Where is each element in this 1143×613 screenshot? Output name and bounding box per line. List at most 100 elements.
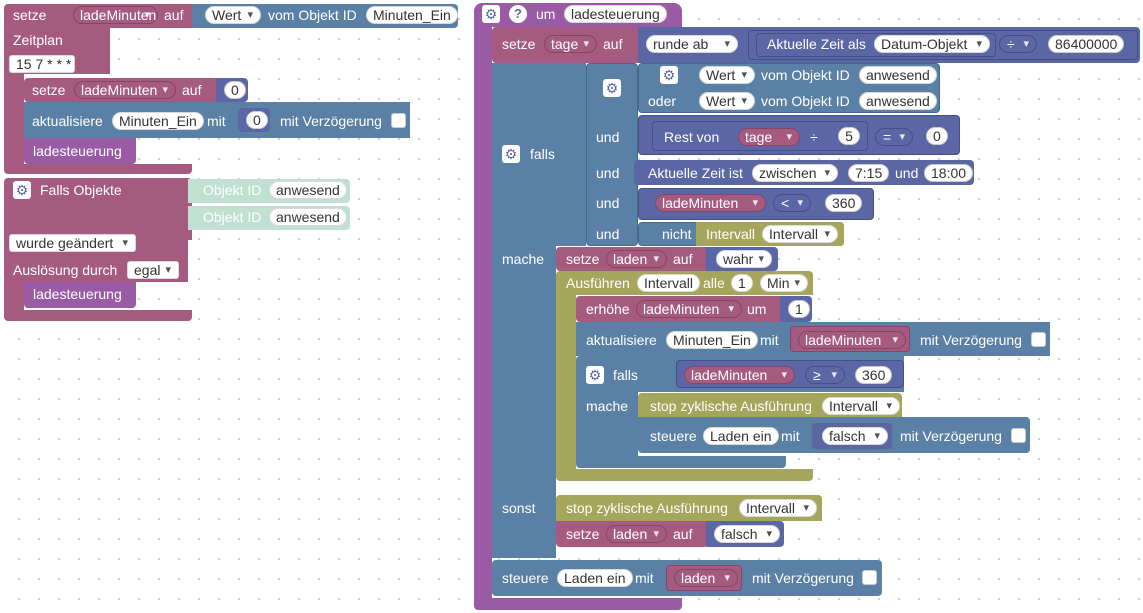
stop-label: stop zyklische Ausführung — [650, 398, 812, 414]
format-dropdown[interactable]: Datum-Objekt — [874, 35, 990, 53]
var-lademinuten-dropdown[interactable]: ladeMinuten — [74, 81, 176, 99]
var-tage-dropdown[interactable]: tage — [738, 128, 800, 146]
unit-dropdown[interactable]: Min — [760, 274, 808, 292]
ausloesung-label: Auslösung durch — [13, 262, 118, 278]
var-lademinuten-dropdown[interactable]: ladeMinuten — [655, 194, 766, 212]
compare-value[interactable]: 360 — [855, 366, 893, 384]
compare-dropdown[interactable]: < — [773, 194, 811, 212]
update-value[interactable]: 0 — [246, 111, 268, 129]
ausfuehren-label: Ausführen — [566, 275, 630, 291]
if-block-do-side — [492, 246, 556, 556]
object-id-field[interactable]: anwesend — [269, 181, 347, 199]
control-object-field[interactable]: Laden ein — [703, 427, 779, 445]
interval-count-field[interactable]: 1 — [731, 274, 753, 292]
delay-checkbox[interactable] — [1031, 332, 1046, 347]
var-lademinuten-dropdown[interactable]: ladeMinuten — [636, 300, 742, 318]
var-tage-dropdown[interactable]: tage — [544, 35, 597, 53]
interval-name-field[interactable]: Intervall — [637, 274, 701, 292]
changed-dropdown[interactable]: wurde geändert — [9, 234, 136, 252]
interval-dropdown[interactable]: Intervall — [822, 397, 900, 415]
delay-label: mit Verzögerung — [752, 570, 854, 586]
setze-label: setze — [13, 7, 47, 23]
call-ladesteuerung-block[interactable] — [24, 282, 136, 308]
schedule-block-side — [4, 74, 24, 166]
compare-dropdown[interactable]: ≥ — [805, 366, 845, 384]
object-id-field[interactable]: anwesend — [859, 92, 937, 110]
var-laden-dropdown[interactable]: laden — [606, 250, 667, 268]
mit-label: mit — [207, 113, 226, 129]
auf-label: auf — [164, 7, 184, 23]
gear-icon[interactable]: ⚙ — [603, 79, 621, 97]
update-block[interactable] — [24, 102, 410, 138]
delay-label: mit Verzögerung — [280, 113, 382, 129]
gear-icon[interactable]: ⚙ — [502, 145, 520, 163]
false-dropdown[interactable]: falsch — [822, 427, 888, 445]
if-block-condition-area — [570, 63, 586, 246]
function-spine — [474, 27, 492, 602]
modulo-value[interactable]: 5 — [838, 127, 860, 145]
wert-dropdown[interactable]: Wert — [699, 66, 755, 84]
setze-label: setze — [32, 82, 66, 98]
update-object-field[interactable]: Minuten_Ein — [112, 112, 204, 130]
delay-checkbox[interactable] — [1011, 428, 1026, 443]
call-label: ladesteuerung — [33, 286, 122, 302]
true-dropdown[interactable]: wahr — [716, 250, 772, 268]
round-dropdown[interactable]: runde ab — [646, 35, 738, 53]
gear-icon[interactable]: ⚙ — [482, 5, 500, 23]
auf-label: auf — [673, 251, 693, 267]
update-object-field[interactable]: Minuten_Ein — [666, 331, 758, 349]
time-from-field[interactable]: 7:15 — [848, 164, 890, 182]
control-object-field[interactable]: Laden ein — [557, 569, 633, 587]
trigger-block[interactable] — [4, 178, 192, 240]
increment-value[interactable]: 1 — [788, 300, 810, 318]
time-as-label: Aktuelle Zeit als — [767, 36, 866, 52]
setze-label: setze — [566, 526, 600, 542]
und-label: und — [596, 165, 620, 181]
interval-label: Intervall — [706, 226, 756, 242]
aktualisiere-label: aktualisiere — [586, 332, 657, 348]
zero-value[interactable]: 0 — [224, 81, 246, 99]
object-id-field[interactable]: Minuten_Ein — [366, 6, 458, 24]
var-lademinuten-dropdown[interactable]: ladeMinuten — [798, 331, 906, 349]
run-interval-bottom — [556, 469, 813, 481]
und-between-label: und — [895, 165, 919, 181]
interval-dropdown[interactable]: Intervall — [762, 225, 838, 243]
wert-dropdown[interactable]: Wert — [205, 6, 261, 24]
time-to-field[interactable]: 18:00 — [924, 164, 974, 182]
interval-dropdown[interactable]: Intervall — [739, 499, 817, 517]
delay-checkbox[interactable] — [391, 113, 406, 128]
function-name-field[interactable]: ladesteuerung — [564, 5, 667, 23]
equals-dropdown[interactable]: = — [875, 128, 913, 146]
var-laden-dropdown[interactable]: laden — [606, 525, 667, 543]
mit-label: mit — [635, 570, 654, 586]
divisor-value[interactable]: 86400000 — [1048, 35, 1125, 53]
gear-icon[interactable]: ⚙ — [586, 366, 604, 384]
wert-dropdown[interactable]: Wert — [699, 92, 755, 110]
object-id-field[interactable]: anwesend — [859, 66, 937, 84]
compare-value[interactable]: 360 — [825, 194, 863, 212]
equals-value[interactable]: 0 — [926, 127, 948, 145]
egal-dropdown[interactable]: egal — [127, 261, 179, 279]
cron-field[interactable]: 15 7 * * * — [9, 55, 75, 73]
between-dropdown[interactable]: zwischen — [752, 164, 838, 182]
delay-checkbox[interactable] — [862, 570, 877, 585]
vom-objekt-label: vom Objekt ID — [268, 7, 357, 23]
var-lademinuten-dropdown[interactable]: ladeMinuten — [684, 366, 795, 384]
divide-label: ÷ — [810, 129, 818, 145]
mit-label: mit — [781, 428, 800, 444]
mache-label: mache — [502, 251, 545, 267]
delay-label: mit Verzögerung — [900, 428, 1002, 444]
rest-label: Rest von — [664, 129, 720, 145]
help-icon[interactable]: ? — [509, 5, 527, 23]
var-lademinuten-dropdown[interactable]: ladeMinuten — [73, 6, 158, 24]
false-dropdown[interactable]: falsch — [714, 525, 780, 543]
gear-icon[interactable]: ⚙ — [13, 181, 31, 199]
operator-dropdown[interactable]: ÷ — [999, 35, 1037, 53]
oder-label: oder — [648, 93, 677, 109]
call-ladesteuerung-block[interactable] — [24, 138, 136, 164]
var-laden-dropdown[interactable]: laden — [674, 569, 738, 587]
trigger-block-bottom — [4, 310, 192, 321]
gear-icon[interactable]: ⚙ — [660, 66, 678, 84]
setze-label: setze — [502, 36, 536, 52]
object-id-field[interactable]: anwesend — [269, 208, 347, 226]
